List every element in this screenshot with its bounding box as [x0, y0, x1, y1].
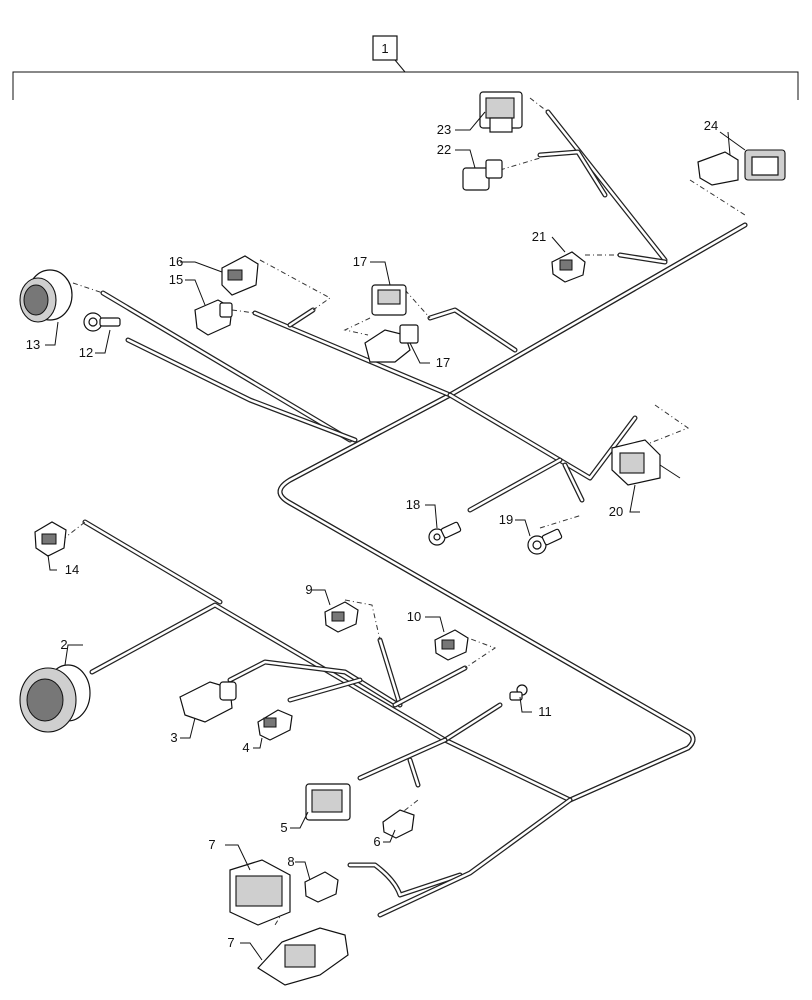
callout-24: 24 — [704, 118, 718, 133]
wire-11-core — [443, 703, 502, 742]
wire-right — [447, 392, 638, 481]
harness-branches — [82, 109, 748, 918]
wire-14-core — [83, 520, 222, 604]
callout-7-upper: 7 — [208, 837, 215, 852]
assembly-label-box — [372, 35, 398, 61]
wire-22-core — [538, 150, 607, 197]
wire-12 — [125, 337, 358, 443]
connector-7-upper — [229, 859, 291, 926]
callout-10: 10 — [407, 609, 421, 624]
callout-19: 19 — [499, 512, 513, 527]
wire-main-core — [278, 223, 747, 802]
callout-12: 12 — [79, 345, 93, 360]
connector-3 — [179, 681, 237, 723]
connector-2 — [19, 664, 91, 733]
connector-17-upper — [371, 284, 407, 316]
wire-top-core — [546, 110, 667, 262]
connector-10 — [434, 629, 469, 661]
assembly-label: 1 — [381, 41, 388, 56]
ring-terminal-18 — [428, 521, 462, 546]
wire-15-core — [253, 311, 452, 397]
callout-15: 15 — [169, 272, 183, 287]
wire-6-core — [408, 758, 420, 787]
wire-2-core — [90, 603, 572, 802]
ring-terminal-12 — [83, 312, 121, 332]
callout-18: 18 — [406, 497, 420, 512]
assembly-bracket: 1 — [12, 35, 799, 100]
callout-13: 13 — [26, 337, 40, 352]
connector-20 — [611, 439, 681, 486]
wire-4-core — [288, 678, 362, 702]
connector-24 — [697, 149, 786, 186]
connector-22 — [462, 159, 503, 191]
wire-16-core — [288, 308, 315, 327]
wire-10-core — [393, 666, 467, 707]
callout-leaders — [45, 111, 746, 961]
callout-16: 16 — [169, 254, 183, 269]
callout-22: 22 — [437, 142, 451, 157]
wire-right-core — [448, 393, 637, 480]
wire-5-core — [358, 738, 447, 780]
wire-13-core — [101, 291, 352, 442]
callout-labels: 2 3 4 5 6 7 7 8 9 10 11 12 13 14 15 16 1… — [26, 118, 718, 950]
connector-21 — [551, 251, 586, 283]
ring-terminal-11 — [509, 684, 528, 701]
connector-4 — [257, 709, 293, 741]
connector-14 — [34, 521, 67, 557]
callout-11: 11 — [538, 704, 552, 719]
wire-7-core — [378, 798, 572, 917]
callout-17-upper: 17 — [353, 254, 367, 269]
callout-5: 5 — [280, 820, 287, 835]
wire-21-core — [618, 253, 667, 264]
wire-17 — [427, 307, 518, 353]
callout-8: 8 — [287, 854, 294, 869]
leader-dashes — [61, 97, 746, 926]
connector-17-lower — [364, 324, 419, 363]
wire-8-core — [348, 863, 462, 897]
wire-9-core — [378, 638, 402, 707]
wire-18-core — [468, 458, 562, 512]
callout-2: 2 — [60, 637, 67, 652]
wire-12-core — [126, 338, 357, 442]
connector-13 — [19, 269, 73, 323]
connector-7-lower — [257, 927, 349, 986]
callout-17-lower: 17 — [436, 355, 450, 370]
connector-6 — [382, 809, 415, 839]
callout-7-lower: 7 — [227, 935, 234, 950]
connector-23 — [479, 91, 523, 133]
ring-terminal-19 — [527, 528, 563, 555]
connector-15 — [194, 299, 233, 336]
callout-21: 21 — [532, 229, 546, 244]
connector-9 — [324, 601, 359, 633]
connector-5 — [305, 783, 351, 821]
connector-16 — [221, 255, 259, 296]
wire-19-core — [563, 463, 584, 502]
callout-23: 23 — [437, 122, 451, 137]
wire-3-core — [228, 660, 397, 705]
callout-20: 20 — [609, 504, 623, 519]
callout-9: 9 — [305, 582, 312, 597]
callout-14: 14 — [65, 562, 79, 577]
wire-17-core — [428, 308, 517, 352]
callout-6: 6 — [373, 834, 380, 849]
callout-4: 4 — [242, 740, 249, 755]
connector-8 — [304, 871, 339, 903]
callout-3: 3 — [170, 730, 177, 745]
